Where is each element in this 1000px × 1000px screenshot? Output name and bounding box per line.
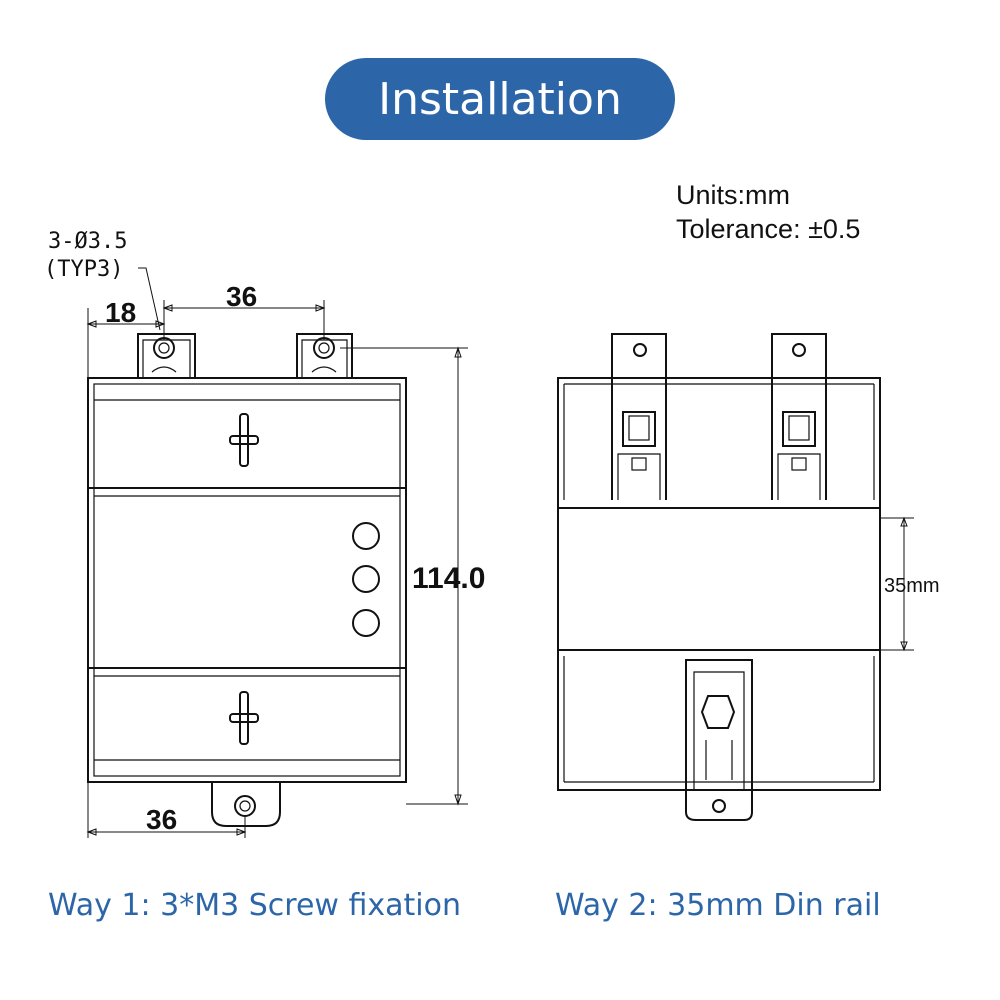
right-body-middle xyxy=(557,507,881,651)
dim-top-spacing: 36 xyxy=(226,281,257,312)
dim-top-left: 18 xyxy=(105,297,136,328)
left-body xyxy=(87,377,407,783)
hole-leader xyxy=(138,267,161,331)
top-right-ear xyxy=(296,333,353,378)
led-indicator-1 xyxy=(352,522,380,550)
dim-bottom: 36 xyxy=(146,804,177,835)
top-dimensions xyxy=(86,300,326,378)
top-right-clip xyxy=(771,333,827,500)
top-left-clip xyxy=(611,333,667,500)
caption-way1: Way 1: 3*M3 Screw fixation xyxy=(48,888,461,923)
right-body-top xyxy=(557,377,881,509)
led-indicator-2 xyxy=(352,565,380,593)
hole-typ: (TYP3) xyxy=(44,257,123,282)
caption-way2: Way 2: 35mm Din rail xyxy=(555,888,881,923)
rail-dimension xyxy=(880,516,914,652)
din-latch xyxy=(685,659,753,821)
top-screw-slot xyxy=(229,413,259,467)
right-body-bottom xyxy=(557,649,881,791)
title-text: Installation xyxy=(378,73,622,125)
top-left-ear xyxy=(137,333,196,378)
units-line: Units:mm xyxy=(676,180,790,210)
dim-height: 114.0 xyxy=(412,562,485,595)
height-dimension xyxy=(340,346,468,806)
dim-rail: 35mm xyxy=(884,575,940,597)
bottom-screw-slot xyxy=(229,691,259,745)
led-indicator-3 xyxy=(352,609,380,637)
page-title: Installation xyxy=(325,58,675,140)
right-drawing: 35mm xyxy=(557,333,940,821)
bottom-dimension xyxy=(86,782,247,838)
left-drawing: 18 36 3-Ø3.5 (TYP3) 114.0 36 xyxy=(44,229,485,838)
units-note: Units:mm Tolerance: ±0.5 xyxy=(676,178,860,246)
tolerance-line: Tolerance: ±0.5 xyxy=(676,214,861,244)
hole-spec: 3-Ø3.5 xyxy=(48,229,127,254)
bottom-ear xyxy=(211,782,281,827)
